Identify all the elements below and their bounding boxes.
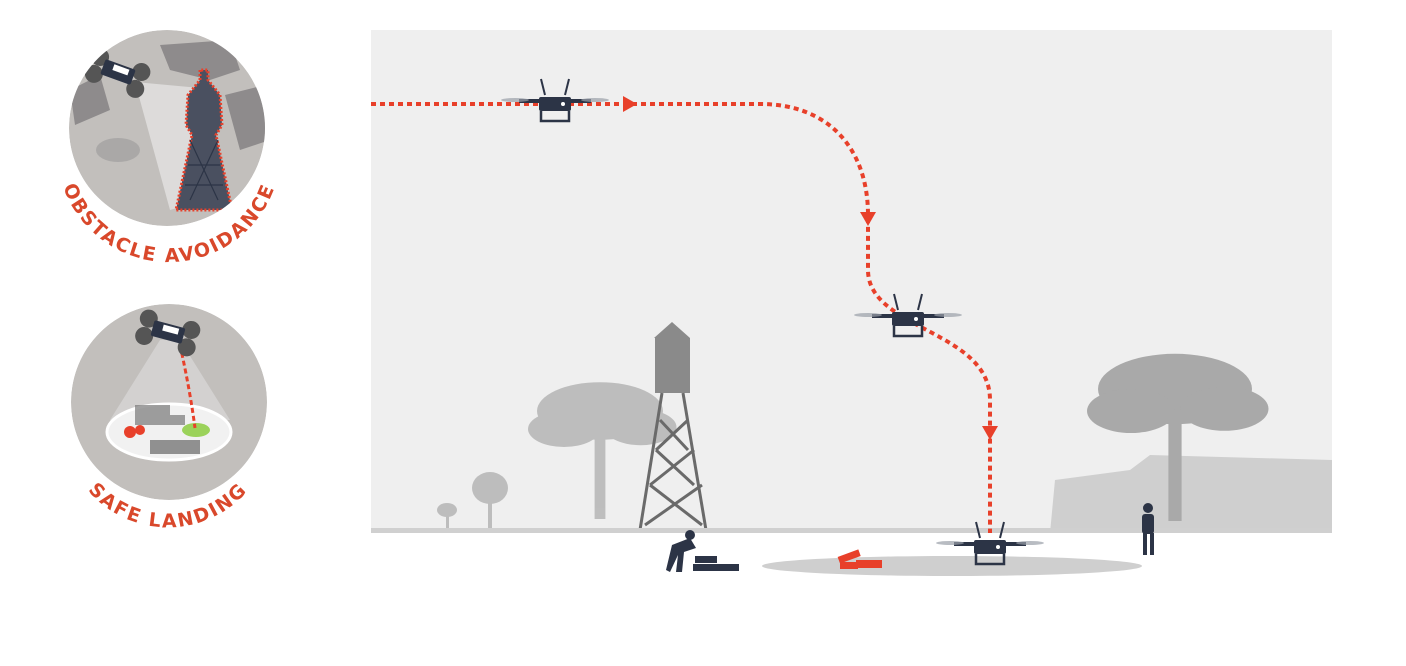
flight-scene <box>371 30 1332 576</box>
red-packages <box>837 549 882 569</box>
safe-landing-badge: SAFE LANDING <box>71 304 267 532</box>
obstacle-avoidance-badge: OBSTACLE AVOIDANCE <box>58 30 278 267</box>
water-tower <box>638 322 708 531</box>
small-tree <box>437 472 508 530</box>
worker-figure <box>666 530 739 572</box>
background-rocks <box>1050 455 1332 533</box>
obstacle-avoidance-icon <box>69 30 265 226</box>
arrow-down-icon <box>860 212 876 226</box>
arrow-right-icon <box>623 96 637 112</box>
person-standing <box>1142 503 1154 555</box>
safe-landing-icon <box>71 304 267 500</box>
ground-line <box>371 528 1332 533</box>
arrow-down-icon <box>982 426 998 440</box>
flight-path <box>371 102 992 533</box>
landing-zone <box>762 556 1142 576</box>
